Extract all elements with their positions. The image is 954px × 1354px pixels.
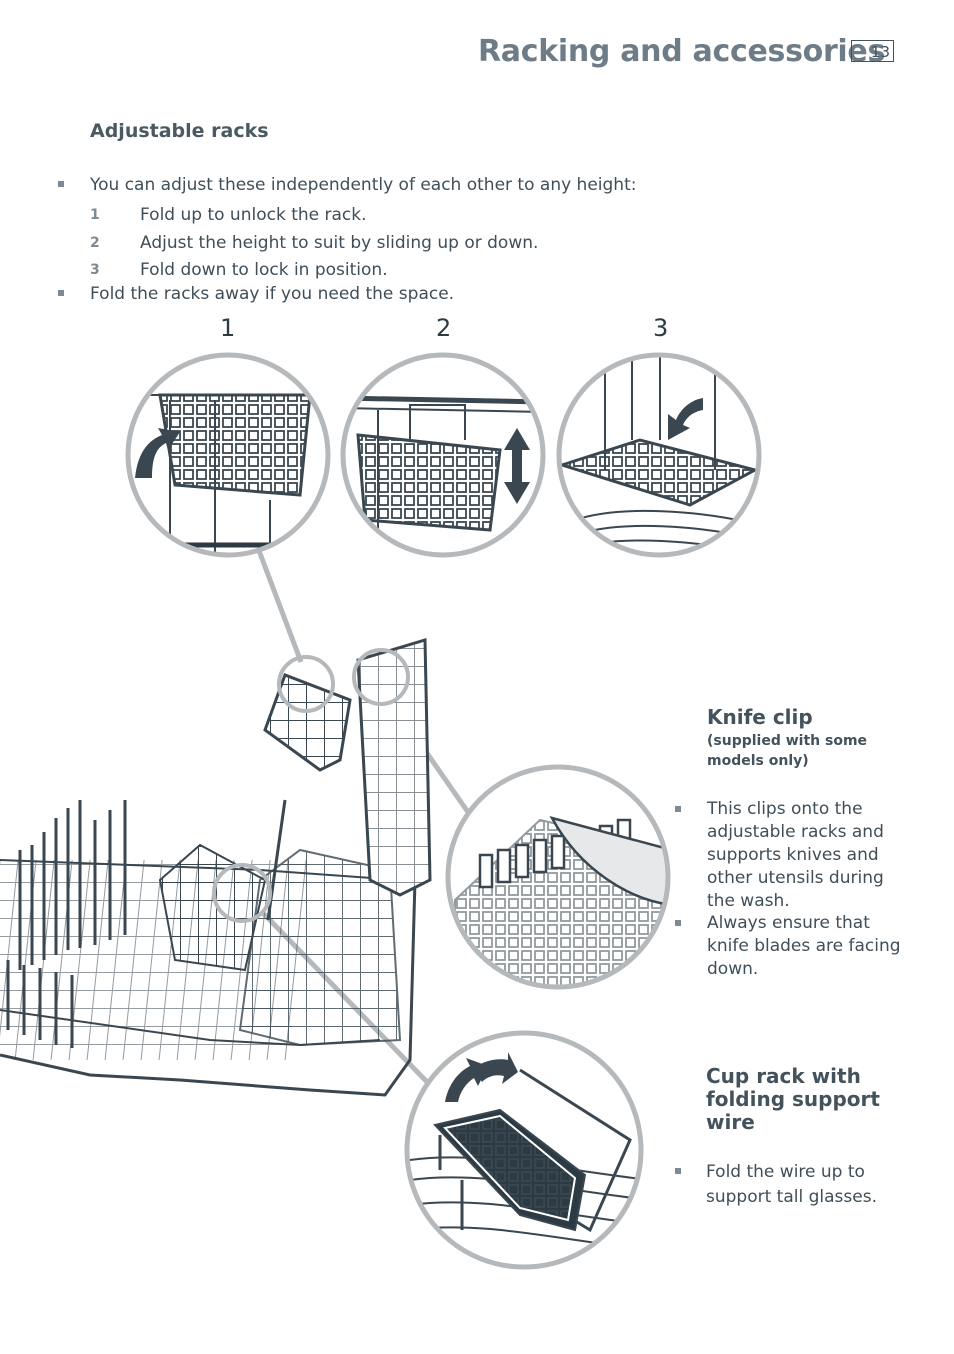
heading-line: wire	[706, 1110, 755, 1134]
section-heading-adjustable-racks: Adjustable racks	[90, 120, 269, 142]
text-line: other utensils during	[707, 868, 884, 888]
bullet-marker	[58, 290, 64, 296]
figure-label-3: 3	[653, 314, 669, 342]
text-line: Always ensure that	[707, 913, 870, 933]
cup-rack-bullet: Fold the wire up to support tall glasses…	[706, 1160, 877, 1210]
page-number: 13	[851, 40, 894, 62]
highlight-circles	[212, 648, 410, 923]
text-line: This clips onto the	[707, 799, 863, 819]
step-number-1: 1	[90, 207, 100, 223]
step-number-3: 3	[90, 262, 100, 278]
text-line: knife blades are facing	[707, 936, 901, 956]
text-line: adjustable racks and	[707, 822, 884, 842]
detail-circle-knife-clip	[445, 764, 671, 990]
knife-clip-bullet-2: Always ensure that knife blades are faci…	[707, 912, 901, 981]
arrow-up-icon	[135, 428, 180, 478]
page-title: Racking and accessories	[478, 34, 886, 69]
cup-rack-heading: Cup rack with folding support wire	[706, 1065, 880, 1134]
bullet-text-adjust: You can adjust these independently of ea…	[90, 175, 637, 195]
bullet-marker	[675, 1168, 681, 1174]
bullet-marker	[675, 806, 681, 812]
figure-label-1: 1	[220, 314, 236, 342]
bullet-text-fold-away: Fold the racks away if you need the spac…	[90, 284, 455, 304]
detail-circle-3	[556, 352, 762, 558]
arrow-updown-icon	[504, 428, 530, 504]
text-line: the wash.	[707, 891, 790, 911]
knife-clip-subheading-1: (supplied with some	[707, 733, 868, 749]
bullet-marker	[58, 181, 64, 187]
text-line: down.	[707, 959, 759, 979]
figure-label-2: 2	[436, 314, 452, 342]
detail-circle-1	[125, 352, 331, 558]
heading-line: folding support	[706, 1087, 880, 1111]
step-number-2: 2	[90, 235, 100, 251]
main-rack-drawing	[0, 637, 432, 1097]
text-line: support tall glasses.	[706, 1187, 877, 1207]
detail-circle-2	[340, 352, 546, 558]
bullet-marker	[675, 920, 681, 926]
heading-line: Cup rack with	[706, 1064, 861, 1088]
detail-circle-cup-rack	[404, 1030, 644, 1270]
knife-clip-subheading-2: models only)	[707, 753, 809, 769]
step-text-3: Fold down to lock in position.	[140, 260, 388, 280]
knife-clip-bullet-1: This clips onto the adjustable racks and…	[707, 798, 884, 913]
knife-clip-heading: Knife clip	[707, 705, 813, 729]
arrow-down-icon	[668, 398, 703, 440]
arrow-right-curved-icon	[474, 1052, 518, 1084]
step-text-2: Adjust the height to suit by sliding up …	[140, 233, 539, 253]
text-line: Fold the wire up to	[706, 1162, 865, 1182]
text-line: supports knives and	[707, 845, 879, 865]
step-text-1: Fold up to unlock the rack.	[140, 205, 367, 225]
